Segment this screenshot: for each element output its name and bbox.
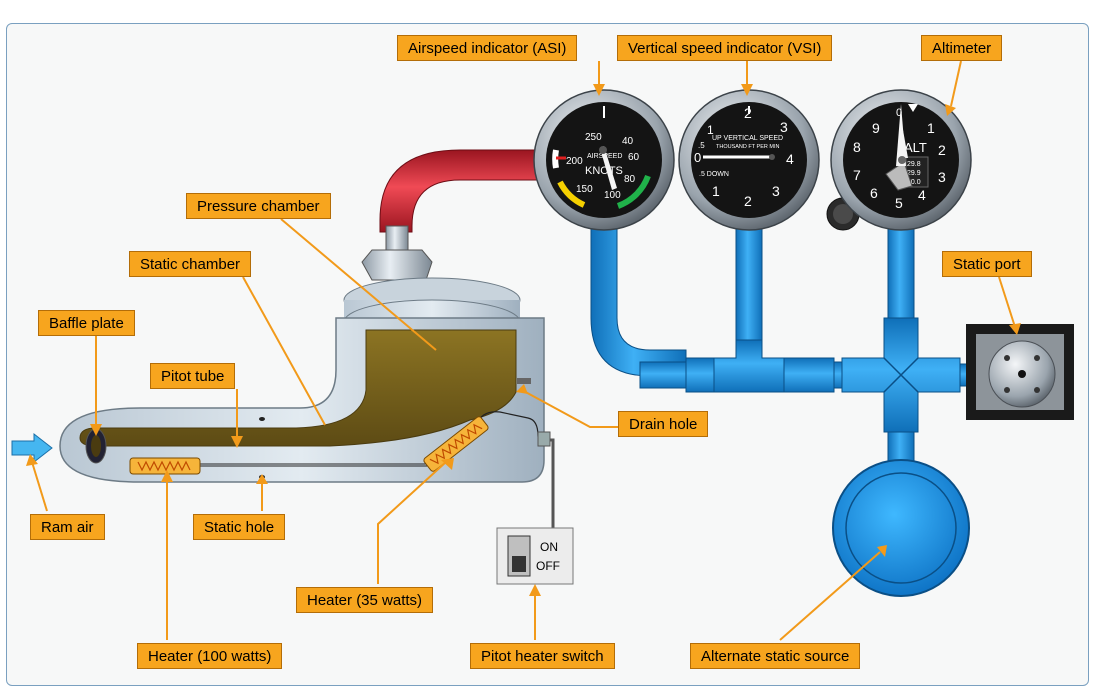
asi-tick-250: 250 [585,132,602,143]
asi-face-knots: KNOTS [585,165,623,177]
pitot-pressure-line [379,149,546,233]
leader-drain-hole [519,388,618,428]
vsi-tee [713,339,785,393]
vsi-num-0: 0 [694,150,701,165]
kollsman-29-9: 29.9 [907,170,921,177]
alt-num-1: 1 [927,120,935,136]
alt-num-7: 7 [853,167,861,183]
vsi-num-2-down: 2 [744,193,752,209]
pitot-head [59,225,555,528]
asi-needle [600,146,617,190]
pitot-heater-switch[interactable]: ON OFF [496,527,574,585]
alt-num-0: 0 [896,107,902,119]
vsi-static-pipe [735,207,763,359]
kollsman-29-8: 29.8 [907,161,921,168]
vsi-face-half-up: .5 [698,141,705,150]
heater-35-watts-element [423,416,489,472]
asi-tick-200: 200 [566,156,583,167]
leader-arrowheads [26,84,1021,596]
vsi-num-4: 4 [786,151,794,167]
switch-off-label: OFF [536,559,560,573]
leader-altimeter [950,60,962,107]
alt-num-6: 6 [870,185,878,201]
leader-alternate-static-source [779,551,881,641]
label-heater-100-watts: Heater (100 watts) [137,643,283,669]
label-drain-hole: Drain hole [618,411,709,437]
label-alternate-static-source: Alternate static source [690,643,861,669]
ram-air-arrow [11,432,53,464]
label-airspeed-indicator: Airspeed indicator (ASI) [397,35,578,61]
asi-tick-60: 60 [628,152,640,163]
kollsman-30-0: 30.0 [907,179,921,186]
label-pressure-chamber: Pressure chamber [186,193,331,219]
label-pitot-tube: Pitot tube [150,363,236,389]
alt-num-3: 3 [938,169,946,185]
vsi-face-units: THOUSAND FT PER MIN [716,144,779,150]
label-heater-35-watts: Heater (35 watts) [296,587,434,613]
vertical-speed-indicator: 1 2 3 4 3 2 1 0 .5 UP VERTICAL SPEED THO… [678,89,820,231]
altimeter-face-label: ALT [904,140,927,155]
asi-tick-100: 100 [604,190,621,201]
vsi-face-down: .5 DOWN [699,171,729,178]
leader-static-port [998,276,1016,328]
vsi-face-title: UP VERTICAL SPEED [712,135,783,142]
label-baffle-plate: Baffle plate [38,310,135,336]
vsi-num-3-down: 3 [772,183,780,199]
alt-num-5: 5 [895,195,903,211]
vsi-num-1-up: 1 [707,123,714,137]
static-hole-top [259,417,265,421]
leader-static-chamber [242,276,326,426]
alternate-static-source-valve [832,459,970,597]
leader-lines [31,60,1016,641]
static-port-plate [966,324,1074,420]
asi-static-elbow [590,207,687,377]
leader-pressure-chamber [280,218,437,351]
airspeed-indicator: 250 40 200 60 80 150 100 AIRSPEED KNOTS [533,89,675,231]
label-static-hole: Static hole [193,514,286,540]
alt-num-9: 9 [872,120,880,136]
label-ram-air: Ram air [30,514,105,540]
switch-on-label: ON [540,540,558,554]
asi-tick-40: 40 [622,136,634,147]
label-static-chamber: Static chamber [129,251,252,277]
vsi-num-3-up: 3 [780,119,788,135]
leader-ram-air [31,461,48,512]
altimeter-gauge: 0 1 2 3 4 5 6 7 8 9 ALT 29.8 29.9 30.0 [826,89,972,231]
asi-tick-80: 80 [624,174,636,185]
vsi-num-1-down: 1 [712,183,720,199]
leader-heater-35 [377,461,447,584]
alt-num-2: 2 [938,142,946,158]
label-vertical-speed-indicator: Vertical speed indicator (VSI) [617,35,833,61]
altimeter-short-needle [898,130,908,158]
alt-num-4: 4 [918,187,926,203]
drain-hole [517,378,531,384]
label-pitot-heater-switch: Pitot heater switch [470,643,615,669]
alt-num-8: 8 [853,139,861,155]
pipe-coupling [783,357,835,393]
label-static-port: Static port [942,251,1032,277]
label-altimeter: Altimeter [921,35,1003,61]
asi-tick-150: 150 [576,184,593,195]
